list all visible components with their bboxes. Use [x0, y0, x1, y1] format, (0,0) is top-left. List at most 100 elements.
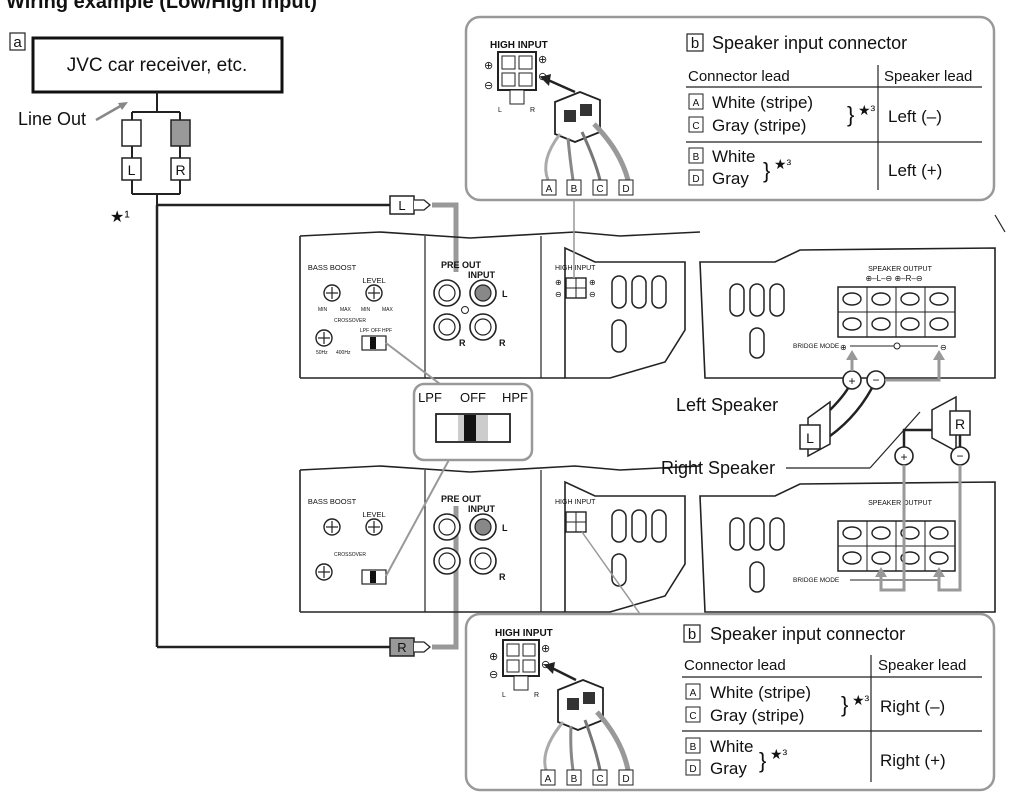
hz400-label: 400Hz [336, 350, 351, 356]
branch-r-label: R [397, 640, 406, 655]
max-label: MAX [340, 307, 352, 313]
receiver-label: JVC car receiver, etc. [67, 55, 248, 76]
input-label-2: INPUT [468, 504, 496, 514]
note-top-2: ★³ [774, 156, 792, 172]
plug-l-label: L [128, 162, 136, 178]
row-a-key-bottom: A [690, 688, 697, 699]
svg-text:}: } [841, 692, 848, 717]
rca-plug-right [170, 119, 191, 147]
col-connector-lead-top: Connector lead [688, 68, 790, 85]
plug-bottom [557, 679, 604, 731]
row-b-lead-bottom: White [710, 737, 753, 756]
marker-a: a [13, 34, 22, 51]
right-speaker-mark: R [955, 416, 965, 432]
socket-r-bottom: R [534, 692, 539, 699]
plug-r-label: R [175, 162, 185, 178]
svg-text:}: } [763, 158, 770, 183]
row-b-lead-top: White [712, 147, 755, 166]
speaker-output-label: SPEAKER OUTPUT [868, 266, 933, 273]
pin-d-bottom: D [622, 774, 629, 785]
speaker-output-label-2: SPEAKER OUTPUT [868, 500, 933, 507]
speakers: Left Speaker Right Speaker L + − R + − [661, 350, 971, 592]
note-mark-1: ★¹ [110, 209, 130, 226]
input-l-2: L [502, 523, 508, 533]
speaker-left-minus: Left (–) [888, 107, 942, 126]
lead-to-top-input [432, 202, 459, 272]
high-input-small-2: HIGH INPUT [555, 499, 596, 506]
row-b-key-bottom: B [690, 742, 697, 753]
crossover-label: CROSSOVER [334, 318, 366, 324]
svg-text:−: − [956, 449, 963, 463]
connector-bottom-frame [464, 612, 996, 792]
connector-top-title: Speaker input connector [712, 33, 907, 53]
row-b-key-top: B [693, 152, 700, 163]
svg-text:⊕: ⊕ [484, 60, 493, 72]
marker-a-box [9, 32, 26, 51]
hz50-label: 50Hz [316, 350, 328, 356]
pin-d-top: D [622, 184, 629, 195]
off-small: OFF [371, 328, 381, 334]
col-connector-lead-bottom: Connector lead [684, 657, 786, 674]
input-r-2: R [499, 572, 506, 582]
zoom-hpf: HPF [502, 390, 528, 405]
high-input-label-top: HIGH INPUT [490, 40, 548, 51]
branch-l-label: L [398, 198, 405, 213]
note-bottom-1: ★³ [852, 692, 870, 708]
pin-b-bottom: B [571, 774, 578, 785]
connector-box-top: HIGH INPUT ⊕ ⊖ ⊕ ⊖ L R A B C D b Speaker… [464, 15, 996, 278]
svg-text:⊕: ⊕ [840, 343, 847, 352]
connector-box-bottom: HIGH INPUT ⊕ ⊖ ⊕ ⊖ L R A B C D b Speaker… [464, 531, 996, 792]
svg-text:+: + [900, 450, 907, 464]
connector-bottom-title: Speaker input connector [710, 624, 905, 644]
row-a-key-top: A [693, 98, 700, 109]
svg-text:⊖: ⊖ [489, 669, 498, 681]
speaker-right-minus: Right (–) [880, 697, 945, 716]
svg-text:}: } [759, 748, 766, 773]
max-label-2: MAX [382, 307, 394, 313]
high-input-small: HIGH INPUT [555, 265, 596, 272]
amp-bottom: BASS BOOST LEVEL CROSSOVER PRE OUT INPUT… [299, 465, 996, 613]
bridge-mode-label: BRIDGE MODE [793, 343, 840, 350]
left-speaker-mark: L [806, 430, 814, 446]
row-c-key-bottom: C [689, 711, 696, 722]
amp-top: BASS BOOST LEVEL MIN MAX MIN MAX CROSSOV… [299, 214, 1006, 379]
note-bottom-2: ★³ [770, 746, 788, 762]
marker-b-bottom: b [688, 626, 696, 643]
bass-boost-label: BASS BOOST [308, 263, 357, 272]
zoom-lpf: LPF [418, 390, 442, 405]
row-c-lead-top: Gray (stripe) [712, 116, 806, 135]
hpf-small: HPF [382, 328, 392, 334]
row-a-lead-top: White (stripe) [712, 93, 813, 112]
pre-out-label-2: PRE OUT [441, 494, 482, 504]
crossover-label-2: CROSSOVER [334, 552, 366, 558]
speaker-right-plus: Right (+) [880, 751, 946, 770]
speaker-left-plus: Left (+) [888, 161, 942, 180]
pre-out-label: PRE OUT [441, 260, 482, 270]
pin-a-top: A [546, 184, 553, 195]
plug-top [554, 91, 601, 143]
left-speaker-label: Left Speaker [676, 395, 778, 415]
svg-text:+: + [848, 374, 855, 388]
level-label-2: LEVEL [362, 510, 385, 519]
row-d-lead-top: Gray [712, 169, 749, 188]
svg-text:⊕: ⊕ [589, 278, 596, 287]
svg-text:⊖: ⊖ [555, 290, 562, 299]
note-top-1: ★³ [858, 102, 876, 118]
source-section: a JVC car receiver, etc. Line Out L R ★¹ [9, 32, 459, 657]
right-speaker-label: Right Speaker [661, 458, 775, 478]
row-d-key-top: D [692, 174, 699, 185]
row-d-key-bottom: D [689, 764, 696, 775]
col-speaker-lead-bottom: Speaker lead [878, 657, 966, 674]
svg-text:⊕: ⊕ [538, 54, 547, 66]
bridge-mode-label-2: BRIDGE MODE [793, 577, 840, 584]
rca-plug-left [121, 119, 142, 147]
svg-text:⊕: ⊕ [489, 651, 498, 663]
svg-text:−: − [872, 373, 879, 387]
row-c-key-top: C [692, 121, 699, 132]
svg-text:⊖: ⊖ [589, 290, 596, 299]
zoom-off: OFF [460, 390, 486, 405]
row-a-lead-bottom: White (stripe) [710, 683, 811, 702]
row-c-lead-bottom: Gray (stripe) [710, 706, 804, 725]
pin-b-top: B [571, 184, 578, 195]
